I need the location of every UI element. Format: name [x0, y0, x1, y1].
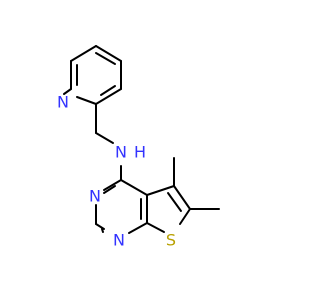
- bond: [95, 88, 122, 105]
- pyrimidine-n1-label: N: [113, 231, 125, 250]
- bond: [101, 228, 104, 233]
- molecule-structure: N N H N N S: [57, 45, 220, 250]
- bond: [146, 222, 165, 233]
- thiophene-sulfur-label: S: [166, 231, 176, 250]
- methylene-linker: [95, 103, 114, 144]
- bond: [76, 96, 97, 105]
- bond: [128, 222, 148, 234]
- bond: [146, 185, 175, 196]
- bond: [179, 208, 191, 225]
- bond: [103, 185, 116, 194]
- bond: [95, 45, 122, 62]
- amine-hydrogen-label: H: [134, 143, 146, 162]
- methyl-groups: [173, 157, 220, 210]
- bond: [95, 132, 114, 144]
- bond: [100, 85, 116, 96]
- amine-nitrogen-label: N: [115, 143, 127, 162]
- bond: [120, 179, 148, 196]
- bond: [63, 88, 72, 95]
- atom-labels: N N H N N S: [57, 93, 176, 250]
- pyrimidine-ring: [95, 179, 148, 234]
- bond: [95, 52, 116, 65]
- pyridine-nitrogen-label: N: [57, 93, 69, 112]
- bond: [70, 45, 97, 62]
- bond: [95, 223, 105, 230]
- bond: [173, 185, 191, 210]
- bond: [167, 192, 182, 212]
- structure-canvas: N N H N N S: [57, 45, 220, 250]
- thiophene-ring: [146, 185, 191, 233]
- pyridine-ring: [63, 45, 122, 105]
- bond: [103, 179, 122, 191]
- pyrimidine-n3-label: N: [89, 187, 101, 206]
